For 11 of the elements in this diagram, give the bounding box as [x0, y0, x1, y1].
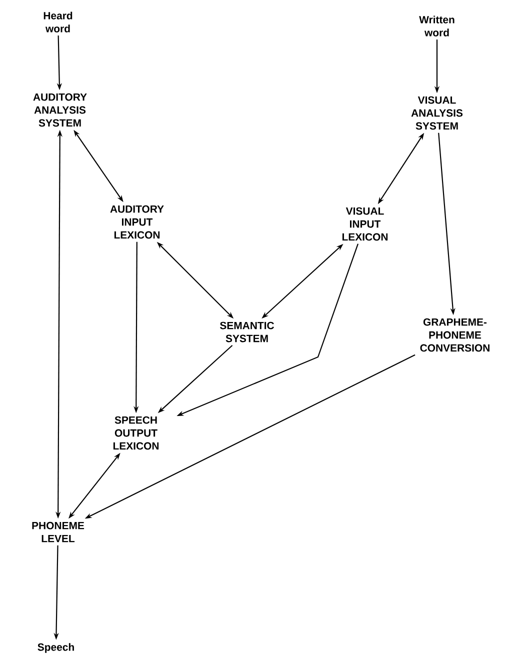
stage-label: VISUAL INPUT LEXICON	[342, 207, 388, 241]
stage-label: SEMANTIC SYSTEM	[220, 322, 274, 342]
input-label: Written word	[419, 16, 454, 36]
stage-label: SPEECH OUTPUT LEXICON	[113, 416, 159, 450]
stage-label: AUDITORY INPUT LEXICON	[110, 205, 164, 239]
stage-label: VISUAL ANALYSIS SYSTEM	[411, 96, 463, 130]
stage-label: PHONEME LEVEL	[32, 522, 84, 542]
output-label: Speech	[38, 643, 74, 653]
input-label: Heard word	[44, 12, 72, 32]
stage-label: AUDITORY ANALYSIS SYSTEM	[33, 93, 87, 127]
stage-label: GRAPHEME-PHONEME CONVERSION	[420, 318, 490, 352]
